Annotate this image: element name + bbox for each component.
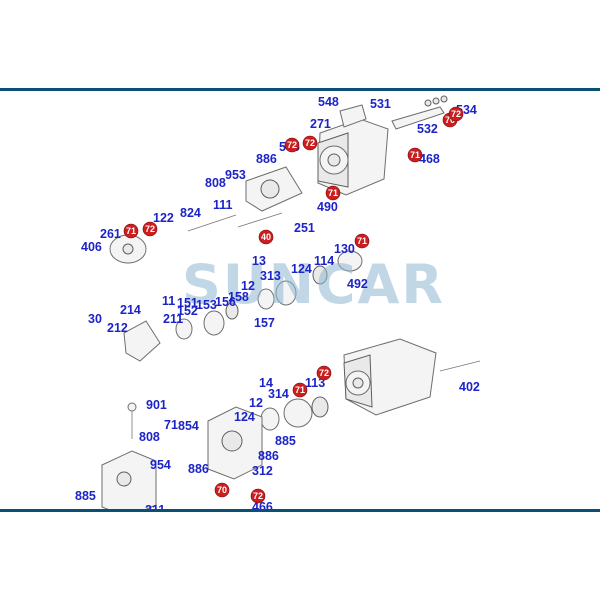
part-label: 157: [254, 316, 275, 330]
svg-text:72: 72: [451, 109, 461, 119]
part-label: 531: [370, 97, 391, 111]
part-label: 402: [459, 380, 480, 394]
upper-shaft: [391, 95, 448, 130]
part-label: 406: [81, 240, 102, 254]
part-label: 153: [196, 298, 217, 312]
svg-text:71: 71: [295, 385, 305, 395]
part-label: 532: [417, 122, 438, 136]
part-label: 490: [317, 200, 338, 214]
callout-badge: 40: [258, 229, 274, 245]
part-label: 808: [139, 430, 160, 444]
part-label: 130: [334, 242, 355, 256]
callout-badge: 71: [292, 382, 308, 398]
svg-text:72: 72: [145, 224, 155, 234]
part-label: 152: [177, 304, 198, 318]
part-label: 113: [305, 376, 325, 390]
part-label: 312: [252, 464, 273, 478]
part-label: 886: [256, 152, 277, 166]
part-label: 885: [275, 434, 296, 448]
part-label: 466: [252, 500, 273, 512]
part-label: 124: [234, 410, 255, 424]
callout-badge: 72: [142, 221, 158, 237]
lower-housing: [343, 338, 437, 416]
svg-text:72: 72: [253, 491, 263, 501]
part-label: 854: [178, 419, 199, 433]
part-label: 886: [188, 462, 209, 476]
part-label: 114: [314, 254, 334, 268]
callout-badge: 72: [302, 135, 318, 151]
svg-text:72: 72: [287, 140, 297, 150]
part-labels: 548 531 534 271 532 535 886 468 953 808 …: [75, 95, 480, 512]
part-label: 71: [164, 418, 178, 432]
svg-text:71: 71: [328, 188, 338, 198]
svg-text:71: 71: [357, 236, 367, 246]
part-label: 211: [163, 312, 183, 326]
part-label: 824: [180, 206, 201, 220]
part-label: 111: [213, 198, 233, 212]
callout-badge: 72: [250, 488, 266, 504]
part-label: 901: [146, 398, 167, 412]
lower-left-block: [101, 450, 157, 509]
diagram-frame: SUNCAR 548 531 534 271 532 535 886 468 9…: [0, 88, 600, 512]
upper-cover-plate: [245, 166, 303, 212]
exploded-parts-diagram: SUNCAR 548 531 534 271 532 535 886 468 9…: [75, 95, 481, 512]
svg-text:71: 71: [410, 150, 420, 160]
callout-badge: 72: [316, 365, 332, 381]
svg-text:72: 72: [305, 138, 315, 148]
part-label: 271: [310, 117, 331, 131]
callout-badge: 72: [448, 106, 464, 122]
watermark-text: SUNCAR: [182, 253, 445, 316]
part-label: 30: [88, 312, 102, 326]
callout-badge: 71: [354, 233, 370, 249]
svg-text:70: 70: [217, 485, 227, 495]
lower-cover: [207, 406, 263, 480]
part-label: 211: [145, 503, 165, 512]
part-label: 214: [120, 303, 141, 317]
part-label: 885: [75, 489, 96, 503]
part-label: 12: [241, 279, 255, 293]
callout-badge: 71: [123, 223, 139, 239]
lower-pin: [127, 402, 137, 439]
part-label: 13: [252, 254, 266, 268]
callout-badge: 70: [214, 482, 230, 498]
part-label: 11: [162, 294, 175, 308]
part-label: 314: [268, 387, 289, 401]
part-label: 14: [259, 376, 273, 390]
mid-rotating-group: [175, 250, 363, 340]
part-label: 492: [347, 277, 368, 291]
part-label: 12: [249, 396, 263, 410]
lower-bolt: [439, 360, 481, 372]
svg-text:70: 70: [445, 115, 455, 125]
part-label: 313: [260, 269, 281, 283]
part-label: 158: [228, 290, 249, 304]
part-label: 468: [419, 152, 440, 166]
part-label: 548: [318, 95, 339, 109]
part-label: 124: [291, 262, 312, 276]
svg-text:71: 71: [126, 226, 136, 236]
part-label: 212: [107, 321, 128, 335]
callout-badge: 71: [407, 147, 423, 163]
part-label: 122: [153, 211, 174, 225]
svg-text:40: 40: [261, 232, 271, 242]
part-label: 156: [215, 295, 236, 309]
part-label: 953: [225, 168, 246, 182]
part-label: 954: [150, 458, 171, 472]
svg-text:72: 72: [319, 368, 329, 378]
badges: 70 72 72 72 71 71 71 72 40 71 72 71 70 7…: [123, 106, 464, 504]
part-label: 886: [258, 449, 279, 463]
part-label: 808: [205, 176, 226, 190]
part-label: 251: [294, 221, 315, 235]
left-swash-bracket: [123, 320, 161, 362]
upper-rods: [187, 212, 283, 232]
upper-housing: [317, 104, 389, 196]
part-label: 261: [100, 227, 121, 241]
callout-badge: 71: [325, 185, 341, 201]
part-label: 151: [177, 296, 198, 310]
callout-badge: 72: [284, 137, 300, 153]
